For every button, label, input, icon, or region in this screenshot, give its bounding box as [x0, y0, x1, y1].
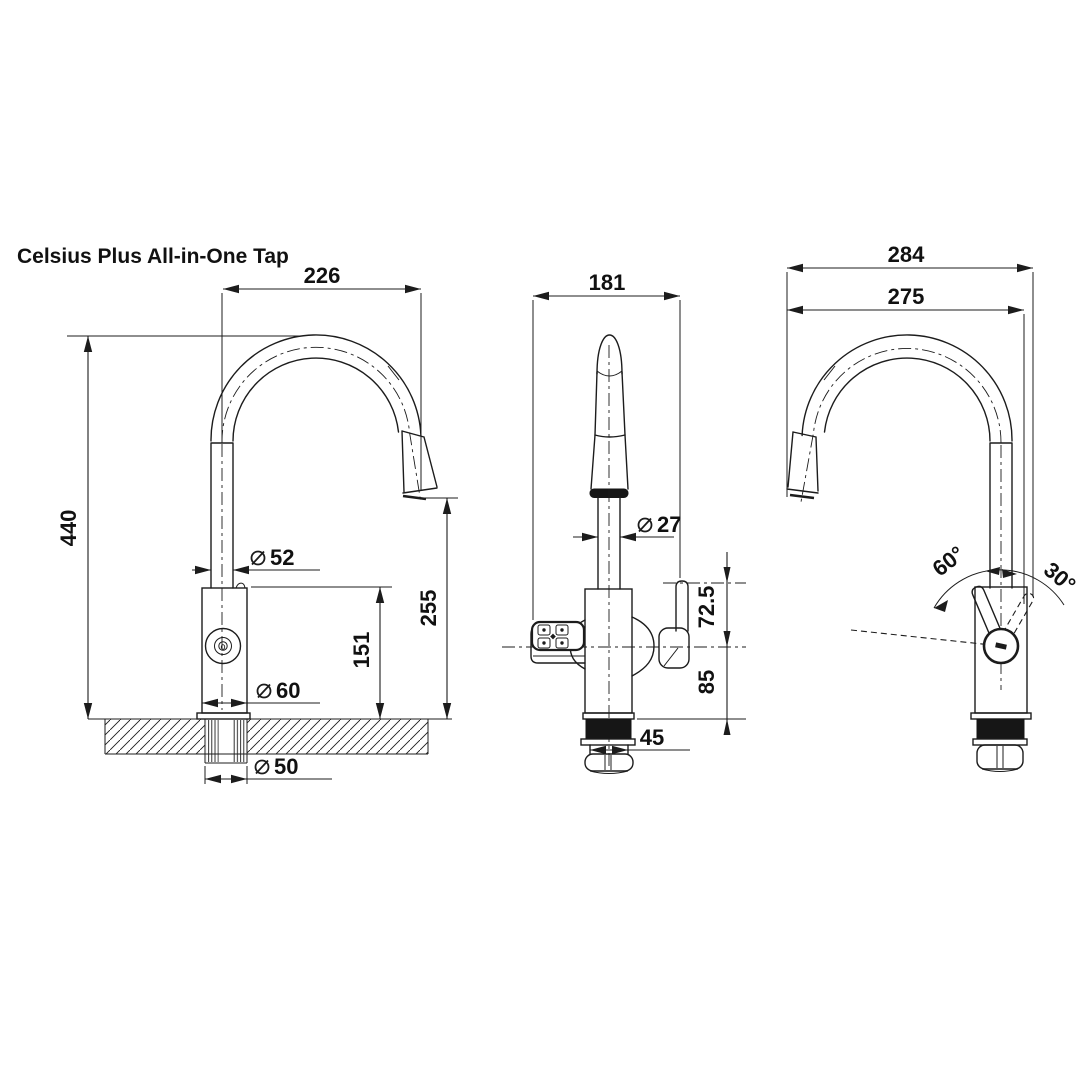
- panel-button: [537, 637, 551, 649]
- side-view: 226 440 255 151 52: [56, 263, 458, 784]
- arc-centerline: [221, 346, 422, 504]
- dim-label-d50: 50: [274, 754, 298, 779]
- handle-front: [658, 580, 690, 669]
- arc-centerline-mirrored: [800, 348, 1002, 503]
- spray-head: [401, 430, 438, 501]
- temperature-dial: [204, 627, 242, 665]
- panel-button: [555, 624, 569, 636]
- dim-label-30deg: 30°: [1039, 557, 1080, 598]
- front-view: 181 27 45 72.5 85: [502, 270, 746, 774]
- base-plate: [196, 712, 251, 720]
- dim-label-275: 275: [888, 284, 925, 309]
- dim-label-85: 85: [694, 670, 719, 694]
- dim-width-181: 181: [532, 270, 681, 620]
- dim-dia-27: 27: [573, 512, 681, 542]
- dim-label-d52: 52: [270, 545, 294, 570]
- page-title: Celsius Plus All-in-One Tap: [17, 245, 289, 268]
- display-panel: [530, 620, 586, 664]
- dim-label-45: 45: [640, 725, 664, 750]
- dim-shank-45: 45: [590, 725, 690, 755]
- dim-label-181: 181: [589, 270, 626, 295]
- diameter-icon: [637, 517, 653, 533]
- diameter-icon: [250, 550, 266, 566]
- dim-reach-275: 275: [787, 284, 1025, 604]
- spout-front: [589, 334, 629, 590]
- handle-lever-phantom: [997, 592, 1035, 648]
- dim-label-226: 226: [304, 263, 341, 288]
- dim-label-440: 440: [56, 510, 81, 547]
- dim-height-440: 440: [56, 335, 302, 719]
- dim-label-d27: 27: [657, 512, 681, 537]
- dim-label-255: 255: [416, 590, 441, 627]
- swing-axis-line: [850, 629, 1002, 647]
- dim-dia-50: 50: [204, 754, 332, 784]
- dim-label-d60: 60: [276, 678, 300, 703]
- dim-dia-52: 52: [192, 545, 320, 575]
- panel-button: [537, 624, 551, 636]
- rear-view: 60° 30° 284 275: [786, 242, 1080, 772]
- handle-lever-solid: [971, 585, 1008, 650]
- dim-72-5-and-85: 72.5 85: [637, 552, 746, 735]
- dim-body-height-151: 151: [251, 586, 392, 719]
- dim-outlet-height-255: 255: [416, 497, 458, 719]
- handle-pivot: [982, 627, 1020, 665]
- mounting-stack-front: [580, 712, 636, 774]
- swing-angle-arc: 60° 30°: [928, 541, 1080, 612]
- spout-arc: [210, 334, 422, 589]
- dim-reach-284: 284: [786, 242, 1034, 597]
- dim-label-60deg: 60°: [928, 541, 970, 581]
- worktop: [88, 718, 452, 755]
- diameter-icon: [256, 683, 272, 699]
- dim-label-284: 284: [888, 242, 925, 267]
- tailpiece-thread: [204, 719, 248, 764]
- panel-button: [555, 637, 569, 649]
- tap-body-front: [569, 588, 655, 714]
- spout-arc-mirrored: [801, 334, 1013, 589]
- dim-label-72-5: 72.5: [694, 586, 719, 629]
- dim-label-151: 151: [349, 632, 374, 669]
- dim-reach-226: 226: [221, 263, 422, 490]
- dim-dia-60: 60: [202, 678, 320, 708]
- spray-head-mirrored: [786, 431, 819, 500]
- mounting-stack-rear: [970, 712, 1032, 772]
- diameter-icon: [254, 759, 270, 775]
